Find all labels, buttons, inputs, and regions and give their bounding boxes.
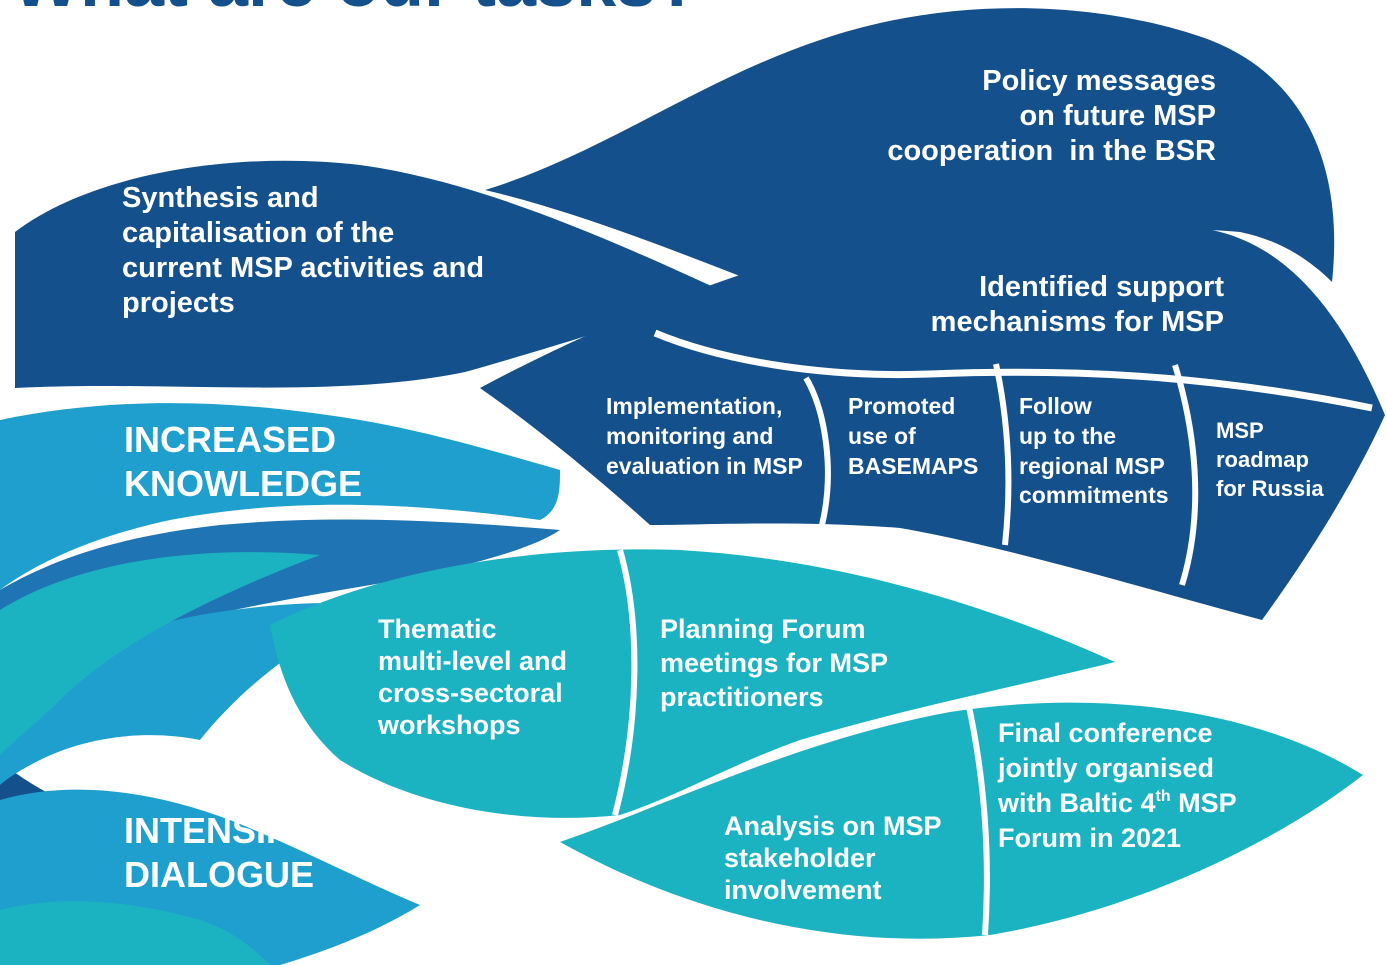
russia-label: MSP roadmap for Russia <box>1216 418 1324 501</box>
analysis-line-3: involvement <box>724 875 882 905</box>
analysis-line-2: stakeholder <box>724 843 876 873</box>
synthesis-line-2: capitalisation of the <box>122 217 394 249</box>
support-divider-1 <box>803 376 831 526</box>
dialogue-shapes <box>270 549 1363 939</box>
background-waves <box>0 390 560 965</box>
synthesis-label: Synthesis and capitalisation of the curr… <box>122 182 484 319</box>
dialogue-lower-shape <box>560 702 1363 939</box>
wave-teal-band-mid <box>0 552 320 755</box>
dialogue-upper-shape <box>270 549 1115 818</box>
dialogue-divider-1 <box>612 549 638 816</box>
policy-line-1: Policy messages <box>982 65 1216 97</box>
analysis-label: Analysis on MSP stakeholder involvement <box>724 811 942 905</box>
conference-line-3-end: MSP <box>1171 788 1237 818</box>
synthesis-shape <box>15 160 720 388</box>
workshops-label: Thematic multi-level and cross-sectoral … <box>377 614 567 740</box>
implementation-line-2: monitoring and <box>606 423 773 449</box>
conference-line-2: jointly organised <box>997 753 1214 783</box>
russia-line-1: MSP <box>1216 418 1264 443</box>
knowledge-shapes <box>15 8 1385 620</box>
russia-line-2: roadmap <box>1216 447 1309 472</box>
forum-label: Planning Forum meetings for MSP practiti… <box>660 614 888 712</box>
followup-line-3: regional MSP <box>1019 453 1165 479</box>
support-divider-top <box>653 329 1373 412</box>
implementation-line-1: Implementation, <box>606 393 782 419</box>
intensified-dialogue-label: INTENSIFIED DIALOGUE <box>124 810 348 895</box>
knowledge-line-1: INCREASED <box>124 419 336 460</box>
conference-line-4: Forum in 2021 <box>998 823 1181 853</box>
support-line-2: mechanisms for MSP <box>931 306 1224 338</box>
policy-line-2: on future MSP <box>1019 100 1216 132</box>
workshops-line-3: cross-sectoral <box>378 678 563 708</box>
russia-line-3: for Russia <box>1216 476 1324 501</box>
support-divider-2 <box>993 363 1012 546</box>
dialogue-divider-2 <box>965 701 990 936</box>
implementation-line-3: evaluation in MSP <box>606 453 803 479</box>
wave-teal-band-bottom <box>0 901 270 965</box>
knowledge-line-2: KNOWLEDGE <box>124 463 362 504</box>
basemaps-line-1: Promoted <box>848 393 955 419</box>
policy-line-3: cooperation in the BSR <box>887 135 1216 167</box>
implementation-label: Implementation, monitoring and evaluatio… <box>606 393 803 479</box>
conference-line-3-main: with Baltic 4 <box>997 788 1156 818</box>
support-line-1: Identified support <box>979 271 1224 303</box>
increased-knowledge-label: INCREASED KNOWLEDGE <box>124 419 362 504</box>
workshops-line-1: Thematic <box>378 614 497 644</box>
dialogue-line-2: DIALOGUE <box>124 854 314 895</box>
analysis-line-1: Analysis on MSP <box>724 811 942 841</box>
workshops-line-4: workshops <box>377 710 521 740</box>
basemaps-line-2: use of <box>848 423 916 449</box>
support-divider-3 <box>1172 364 1199 586</box>
policy-shape <box>485 8 1335 283</box>
synthesis-line-1: Synthesis and <box>122 182 319 214</box>
support-label: Identified support mechanisms for MSP <box>931 271 1225 338</box>
wave-light-band-1 <box>0 403 560 590</box>
followup-line-1: Follow <box>1019 393 1092 419</box>
forum-line-2: meetings for MSP <box>660 648 888 678</box>
support-shape <box>480 225 1385 620</box>
conference-line-1: Final conference <box>998 718 1213 748</box>
conference-superscript: th <box>1156 788 1171 805</box>
dialogue-line-1: INTENSIFIED <box>124 810 348 851</box>
synthesis-line-4: projects <box>122 287 235 319</box>
conference-label: Final conference jointly organised with … <box>997 718 1237 853</box>
policy-label: Policy messages on future MSP cooperatio… <box>887 65 1216 167</box>
followup-line-4: commitments <box>1019 482 1169 508</box>
page-title: What are our tasks? <box>12 0 700 22</box>
followup-label: Follow up to the regional MSP commitment… <box>1019 393 1169 508</box>
basemaps-line-3: BASEMAPS <box>848 453 978 479</box>
basemaps-label: Promoted use of BASEMAPS <box>848 393 978 479</box>
forum-line-3: practitioners <box>660 682 824 712</box>
conference-line-3: with Baltic 4th MSP <box>997 788 1237 818</box>
forum-line-1: Planning Forum <box>660 614 866 644</box>
synthesis-line-3: current MSP activities and <box>122 252 484 284</box>
workshops-line-2: multi-level and <box>378 646 567 676</box>
followup-line-2: up to the <box>1019 423 1116 449</box>
